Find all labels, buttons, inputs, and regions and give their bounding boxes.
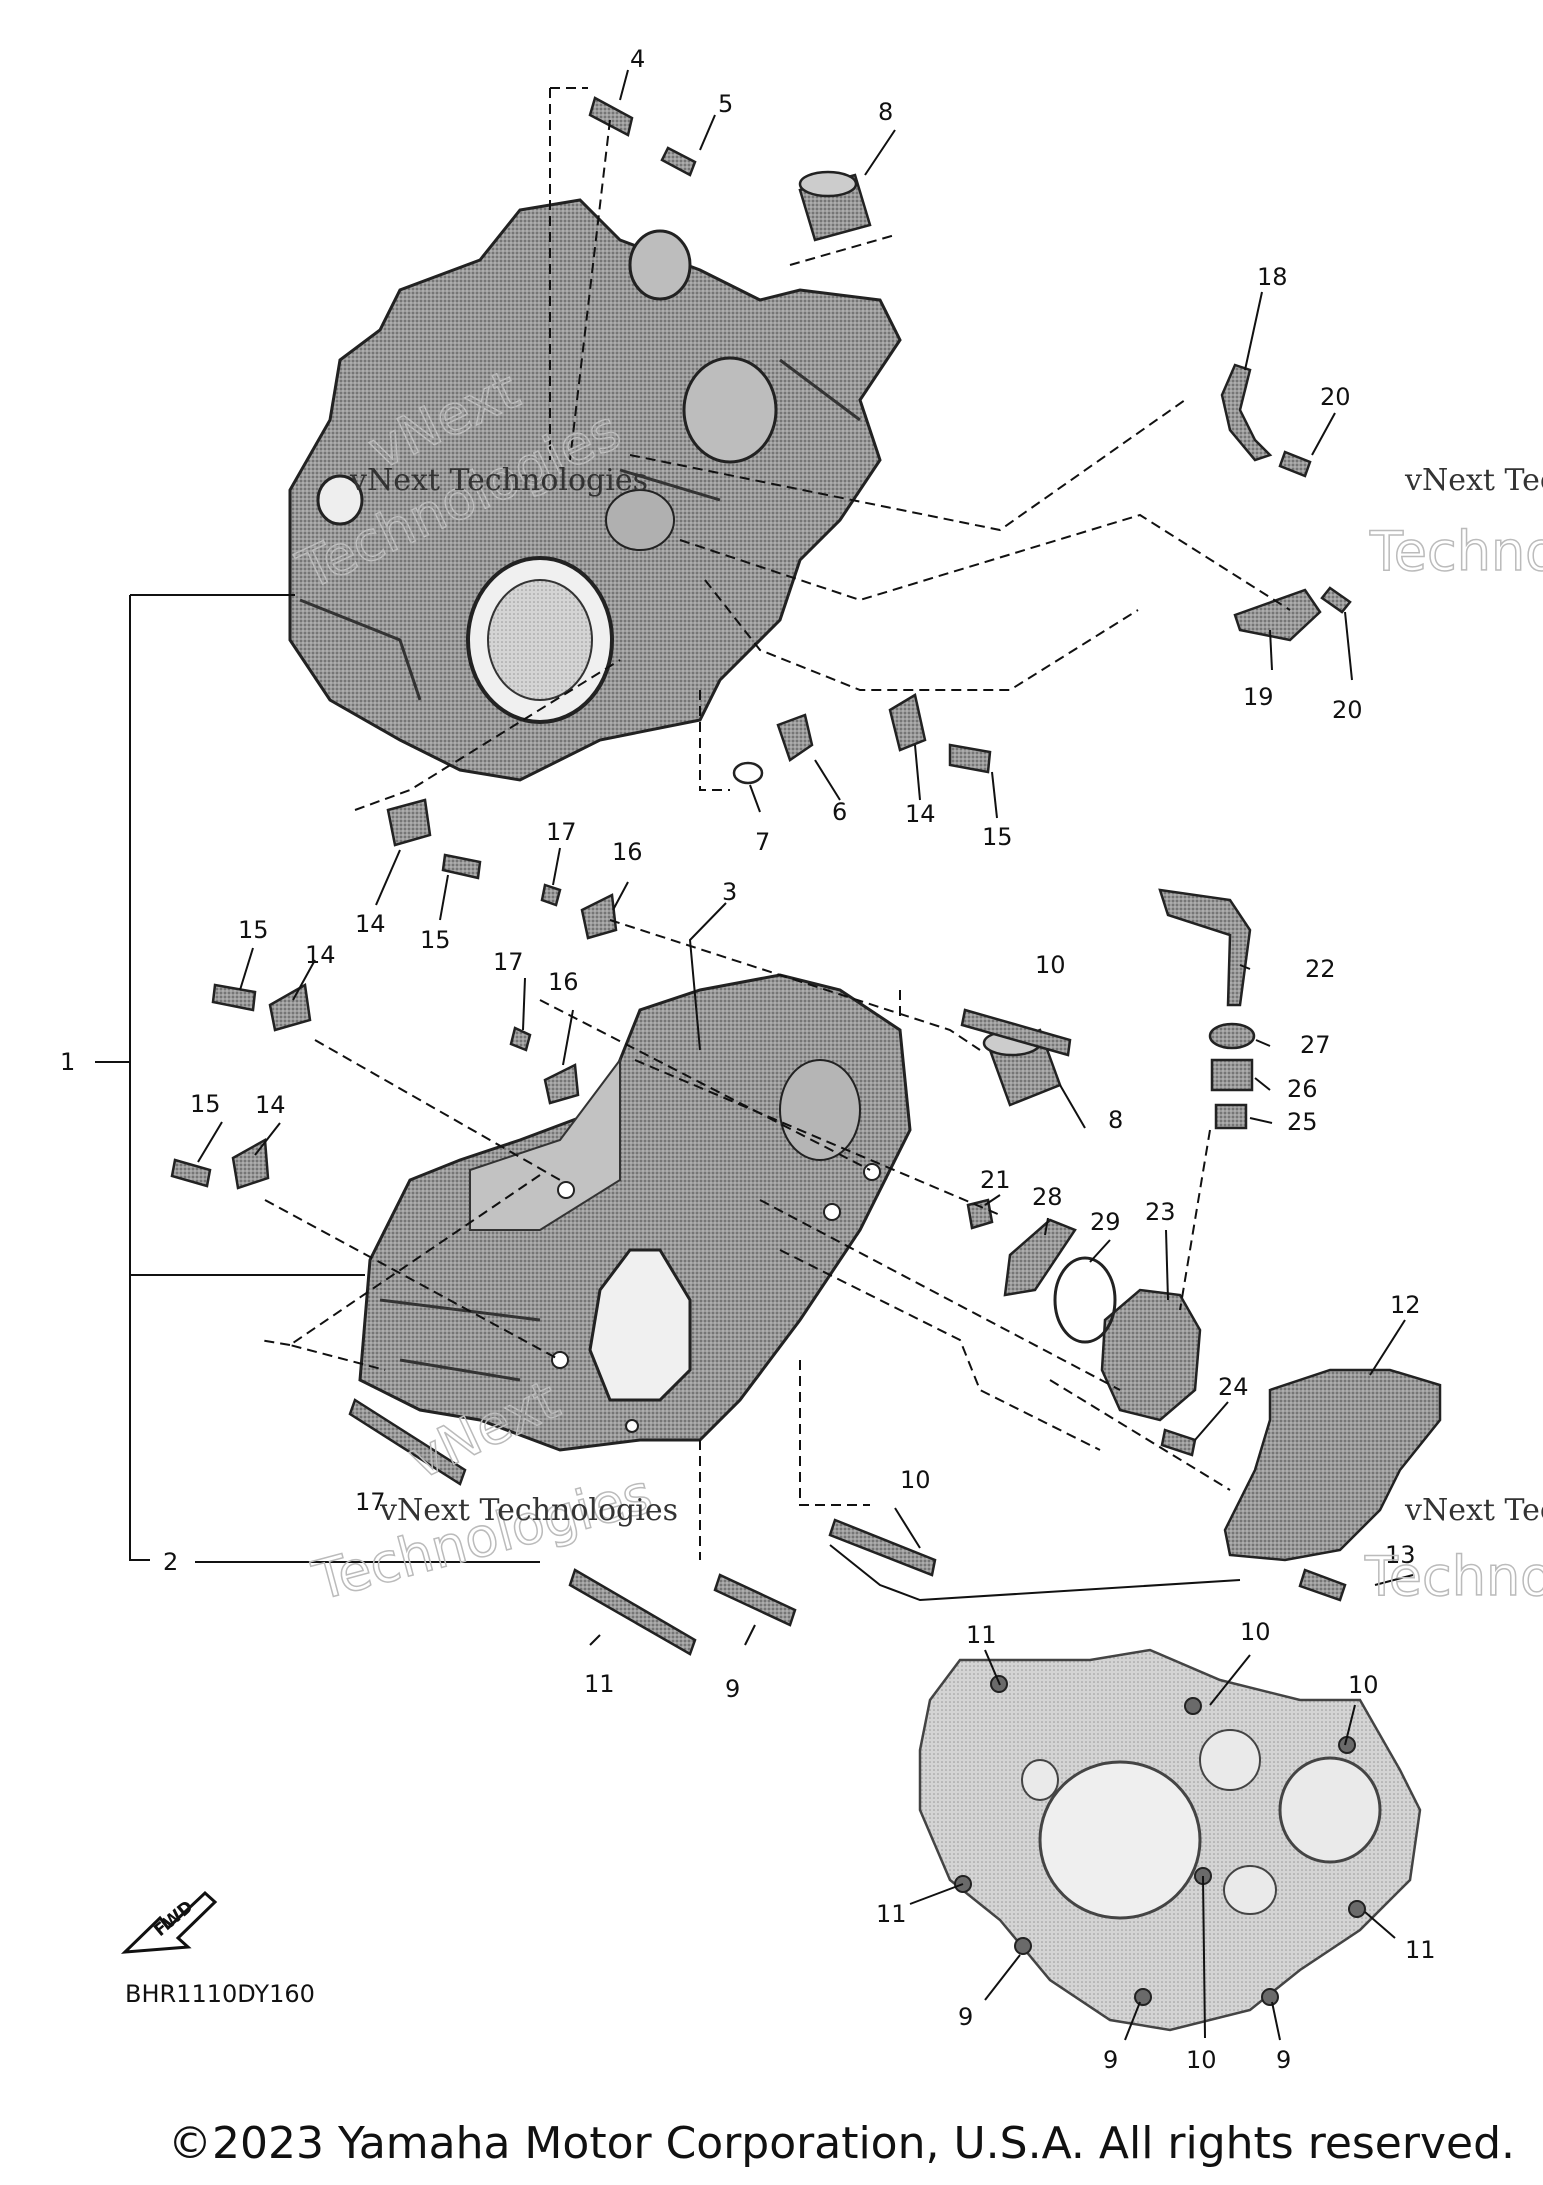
callout-28: 28 [1032,1183,1063,1211]
callout-17c: 17 [355,1488,386,1516]
callout-11c: 11 [876,1900,907,1928]
callout-16a: 16 [612,838,643,866]
callout-8a: 8 [878,98,893,126]
callout-11a: 11 [584,1670,615,1698]
callout-18: 18 [1257,263,1288,291]
callout-5: 5 [718,90,733,118]
callout-9b: 9 [958,2003,973,2031]
callout-15d: 15 [190,1090,221,1118]
callout-24: 24 [1218,1373,1249,1401]
copyright-notice: ©2023 Yamaha Motor Corporation, U.S.A. A… [168,2118,1515,2169]
callout-10a: 10 [1035,951,1066,979]
watermark-text-4: vNext Technologies [1404,1493,1543,1528]
dashed-lines [259,87,1291,1560]
callout-29: 29 [1090,1208,1121,1236]
callout-10d: 10 [1348,1671,1379,1699]
watermark-text-2: vNext Technologies [1404,463,1543,498]
callout-23: 23 [1145,1198,1176,1226]
diagram-code: BHR1110DY160 [125,1980,315,2008]
callout-15c: 15 [238,916,269,944]
watermark-text-3: vNext Technologies [379,1493,678,1528]
watermark-big-3: Technologies [1369,520,1543,583]
callout-15b: 15 [420,926,451,954]
o-ring [1053,1256,1117,1344]
callout-16b: 16 [548,968,579,996]
small-parts [170,96,1442,1656]
watermark-text-1: vNext Technologies [349,463,648,498]
crankcase-right-half [358,973,912,1452]
callout-3: 3 [722,878,737,906]
callout-14b: 14 [355,910,386,938]
callout-11b: 11 [966,1621,997,1649]
callout-6: 6 [832,798,847,826]
callout-1: 1 [60,1048,75,1076]
callout-7: 7 [755,828,770,856]
callout-10c: 10 [1240,1618,1271,1646]
callout-22: 22 [1305,955,1336,983]
callout-17a: 17 [546,818,577,846]
callout-14c: 14 [305,941,336,969]
callout-9a: 9 [725,1675,740,1703]
callout-21: 21 [980,1166,1011,1194]
callout-20a: 20 [1320,383,1351,411]
callout-8b: 8 [1108,1106,1123,1134]
callout-25: 25 [1287,1108,1318,1136]
callout-4: 4 [630,45,645,73]
callout-15a: 15 [982,823,1013,851]
callout-27: 27 [1300,1031,1331,1059]
callout-9c: 9 [1103,2046,1118,2074]
bolt-pattern-view [918,1648,1422,2032]
callout-10e: 10 [1186,2046,1217,2074]
fwd-arrow-icon: FWD [120,1890,218,1954]
leader-lines [95,69,1414,2041]
watermark-big-6: Technologies [1364,1545,1543,1608]
callout-10b: 10 [900,1466,931,1494]
callout-13: 13 [1385,1541,1416,1569]
callout-2: 2 [163,1548,178,1576]
callout-26: 26 [1287,1075,1318,1103]
callout-9d: 9 [1276,2046,1291,2074]
callout-14d: 14 [255,1091,286,1119]
callout-12: 12 [1390,1291,1421,1319]
callout-19: 19 [1243,683,1274,711]
callout-labels: 1 2 3 4 5 6 7 8 8 9 9 9 9 10 10 10 10 10… [60,45,1436,2074]
callout-17b: 17 [493,948,524,976]
callout-14a: 14 [905,800,936,828]
callout-11d: 11 [1405,1936,1436,1964]
callout-20b: 20 [1332,696,1363,724]
